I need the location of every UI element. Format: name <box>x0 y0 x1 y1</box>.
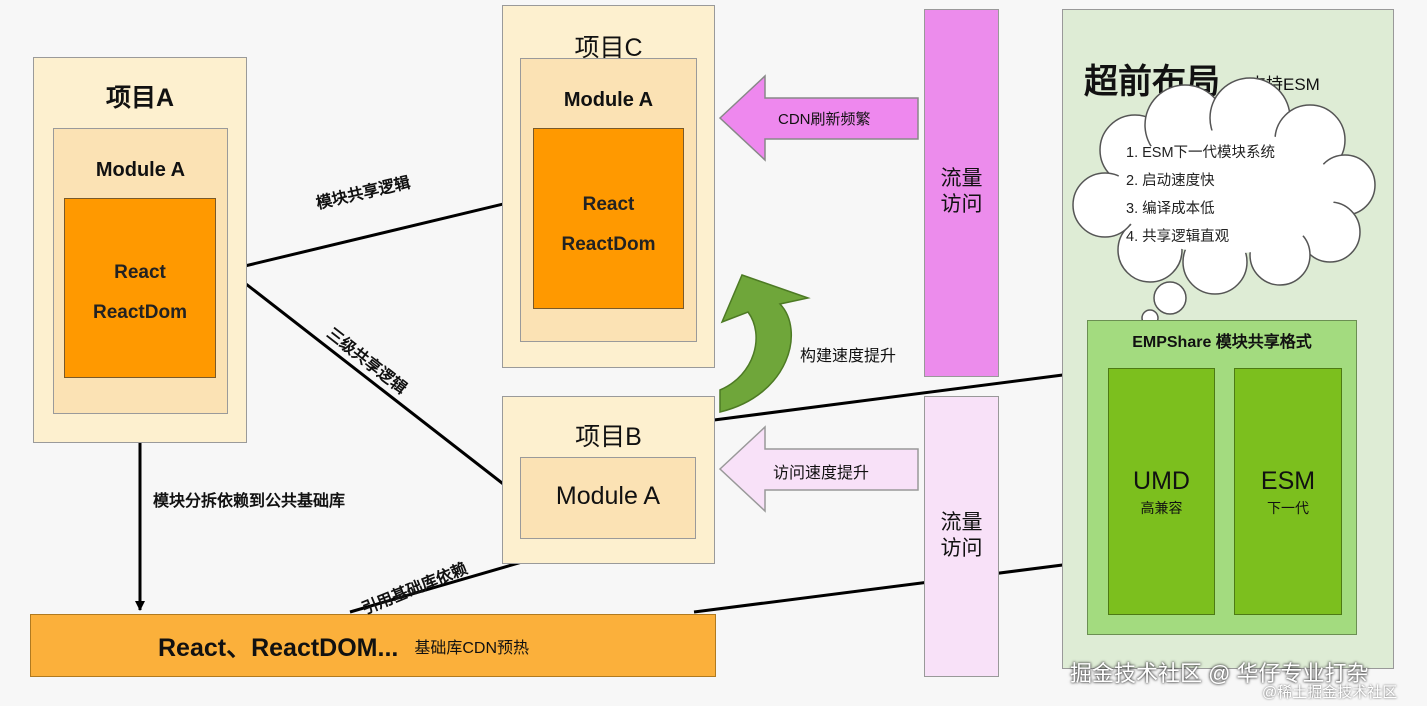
traffic-column-top: 流量 访问 <box>924 9 999 377</box>
traffic-column-bottom: 流量 访问 <box>924 396 999 677</box>
project-a-lib-reactdom: ReactDom <box>93 302 187 323</box>
project-b-module-title: Module A <box>555 482 661 510</box>
label-split-deps: 模块分拆依赖到公共基础库 <box>153 493 346 510</box>
label-cdn-refresh: CDN刷新频繁 <box>778 111 871 128</box>
esm-desc: 下一代 <box>1267 500 1309 516</box>
cloud-list: 1. ESM下一代模块系统 2. 启动速度快 3. 编译成本低 4. 共享逻辑直… <box>1126 139 1275 251</box>
umd-desc: 高兼容 <box>1140 500 1183 516</box>
project-a-title: 项目A <box>105 84 175 112</box>
arrow-base-to-format <box>693 558 1087 614</box>
empshare-title: EMPShare 模块共享格式 <box>1132 334 1312 351</box>
watermark-sub: @稀土掘金技术社区 <box>1262 684 1398 701</box>
label-build-speed: 构建速度提升 <box>800 348 897 365</box>
project-c-lib-reactdom: ReactDom <box>561 234 656 255</box>
traffic-top-label: 流量 访问 <box>940 167 983 216</box>
traffic-bottom-label: 流量 访问 <box>940 511 983 560</box>
label-access-speed: 访问速度提升 <box>773 465 870 482</box>
cloud-item: 4. 共享逻辑直观 <box>1126 229 1230 245</box>
project-c-core-box: React ReactDom <box>533 128 684 309</box>
panel-title: 超前布局 <box>1084 63 1220 101</box>
base-library-subtitle: 基础库CDN预热 <box>414 639 530 657</box>
project-c-module-title: Module A <box>563 89 654 111</box>
esm-name: ESM <box>1260 467 1316 495</box>
watermark-main: 掘金技术社区 @ 华仔专业打杂 <box>1070 661 1369 686</box>
project-b-module-box: Module A <box>520 457 696 539</box>
base-library-title: React、ReactDOM... <box>158 633 399 662</box>
project-a-core-box: React ReactDom <box>64 198 216 378</box>
cloud-item: 1. ESM下一代模块系统 <box>1126 145 1276 161</box>
panel-subtitle: 支持ESM <box>1249 75 1320 94</box>
empshare-format-box: EMPShare 模块共享格式 UMD 高兼容 ESM 下一代 <box>1087 320 1357 635</box>
arrow-a-to-b <box>227 268 521 499</box>
cloud-item: 2. 启动速度快 <box>1126 173 1215 189</box>
project-c-title: 项目C <box>574 34 643 62</box>
base-library-bar: React、ReactDOM... 基础库CDN预热 <box>30 614 716 677</box>
project-a-module-title: Module A <box>95 159 186 181</box>
cloud-item: 3. 编译成本低 <box>1126 201 1215 217</box>
umd-name: UMD <box>1133 467 1190 495</box>
umd-box: UMD 高兼容 <box>1108 368 1215 615</box>
arrow-b-to-format <box>713 368 1087 422</box>
project-c-lib-react: React <box>582 194 635 215</box>
arrow-a-to-c <box>227 197 521 272</box>
esm-box: ESM 下一代 <box>1234 368 1342 615</box>
project-a-lib-react: React <box>114 262 166 283</box>
project-b-title: 项目B <box>575 423 642 451</box>
